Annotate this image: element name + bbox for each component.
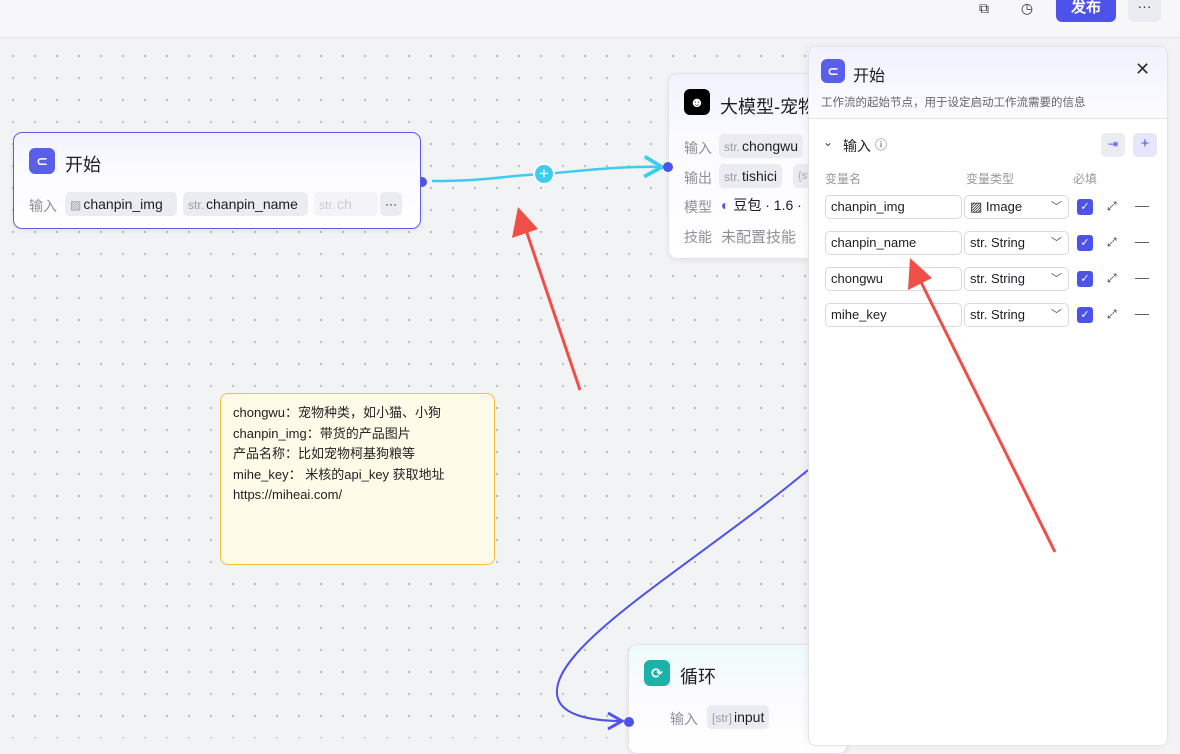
node-title: 大模型-宠物 [720, 97, 816, 117]
input-label: 输入 [29, 198, 57, 214]
info-icon: ⓘ [875, 138, 888, 152]
output-label: 输出 [684, 170, 712, 186]
canvas-edge [1168, 39, 1180, 738]
required-checkbox[interactable]: ✓ [1077, 235, 1093, 251]
variable-name-input[interactable]: chanpin_name [825, 231, 962, 255]
image-icon: ▨ [70, 198, 82, 212]
panel-description: 工作流的起始节点，用于设定启动工作流需要的信息 [821, 97, 1086, 109]
comment-note[interactable]: chongwu：宠物种类，如小猫、小狗 chanpin_img：带货的产品图片 … [220, 393, 495, 565]
variable-type-select[interactable]: str. String﹀ [964, 231, 1069, 255]
top-toolbar: ⧉ ◷ 发布 ··· [0, 0, 1180, 38]
model-value: ◐ 豆包 · 1.6 · [721, 197, 802, 213]
note-line: chongwu：宠物种类，如小猫、小狗 [233, 405, 442, 420]
panel-title: 开始 [853, 68, 886, 85]
remove-icon[interactable]: — [1135, 305, 1149, 321]
column-header: 变量名 [825, 172, 862, 186]
variable-type-select[interactable]: str. String﹀ [964, 303, 1069, 327]
loop-icon: ⟳ [644, 660, 670, 686]
publish-button[interactable]: 发布 [1056, 0, 1116, 22]
remove-icon[interactable]: — [1135, 197, 1149, 213]
required-checkbox[interactable]: ✓ [1077, 307, 1093, 323]
start-icon: ⊂ [821, 59, 845, 83]
more-inputs-button[interactable]: ··· [380, 192, 402, 216]
history-icon[interactable]: ◷ [1020, 0, 1034, 16]
skill-label: 技能 [684, 229, 712, 245]
expand-icon[interactable]: ⤢ [1107, 307, 1117, 321]
add-node-button[interactable]: + [533, 163, 555, 185]
output-tag: str.tishici [719, 164, 783, 188]
start-output-port[interactable] [417, 177, 427, 187]
doubao-icon: ◐ [721, 197, 730, 213]
note-line: mihe_key： 米核的api_key 获取地址 [233, 466, 445, 482]
required-checkbox[interactable]: ✓ [1077, 199, 1093, 215]
llm-input-port[interactable] [663, 162, 673, 172]
start-node[interactable]: ⊂ 开始 输入 ▨chanpin_img str.chanpin_name st… [13, 132, 421, 229]
collapse-chevron-icon[interactable]: ⌄ [823, 135, 834, 149]
panel-header: ⊂ 开始 ✕ 工作流的起始节点，用于设定启动工作流需要的信息 [809, 47, 1167, 119]
variable-name-input[interactable]: chongwu [825, 267, 962, 291]
import-button[interactable]: ⇥ [1101, 133, 1125, 157]
node-title: 循环 [680, 667, 716, 687]
copy-icon[interactable]: ⧉ [979, 0, 989, 16]
input-label: 输入 [684, 140, 712, 156]
required-checkbox[interactable]: ✓ [1077, 271, 1093, 287]
input-tag: [str]input [707, 705, 770, 729]
image-icon: ▨ [970, 199, 983, 214]
input-tag: str.chongwu [719, 134, 804, 158]
column-header: 必填 [1073, 172, 1098, 186]
variable-name-input[interactable]: mihe_key [825, 303, 962, 327]
note-line: 产品名称：比如宠物柯基狗粮等 [233, 446, 416, 461]
loop-input-port[interactable] [624, 717, 634, 727]
note-line: https://miheai.com/ [233, 487, 343, 502]
ghost-icon: ☻ [684, 89, 710, 115]
remove-icon[interactable]: — [1135, 233, 1149, 249]
node-settings-panel: ⊂ 开始 ✕ 工作流的起始节点，用于设定启动工作流需要的信息 ⌄ 输入 ⓘ ⇥ … [808, 46, 1168, 746]
model-label: 模型 [684, 199, 712, 215]
variable-name-input[interactable]: chanpin_img [825, 195, 962, 219]
skill-value: 未配置技能 [721, 229, 797, 246]
column-header: 变量类型 [966, 172, 1015, 186]
remove-icon[interactable]: — [1135, 269, 1149, 285]
section-title: 输入 [843, 138, 871, 154]
variable-type-select[interactable]: str. String﹀ [964, 267, 1069, 291]
start-icon: ⊂ [29, 148, 55, 174]
expand-icon[interactable]: ⤢ [1107, 271, 1117, 285]
input-tag: str.ch [314, 192, 378, 216]
more-button[interactable]: ··· [1128, 0, 1161, 22]
node-title: 开始 [65, 155, 101, 175]
close-icon[interactable]: ✕ [1135, 59, 1151, 79]
variable-type-select[interactable]: ▨ Image﹀ [964, 195, 1069, 219]
input-tag: ▨chanpin_img [65, 192, 177, 216]
note-line: chanpin_img：带货的产品图片 [233, 425, 411, 441]
expand-icon[interactable]: ⤢ [1107, 235, 1117, 249]
expand-icon[interactable]: ⤢ [1107, 199, 1117, 213]
add-variable-button[interactable]: + [1133, 133, 1157, 157]
input-label: 输入 [670, 711, 698, 727]
input-tag: str.chanpin_name [183, 192, 308, 216]
